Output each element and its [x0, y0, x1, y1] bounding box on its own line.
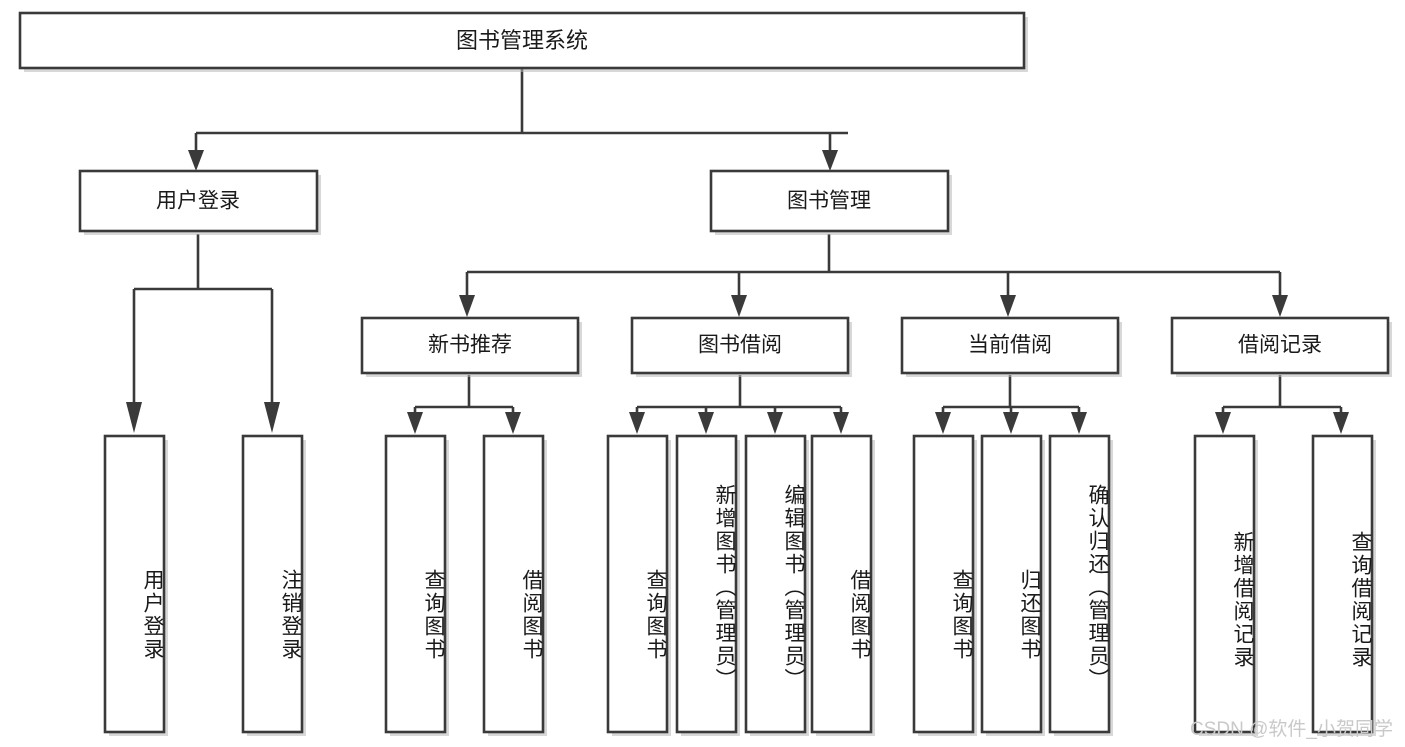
csdn-watermark: CSDN @软件_小贺同学: [1190, 719, 1393, 740]
node-root-label: 图书管理系统: [456, 28, 588, 53]
connector-current-borrow-to-leaves: [935, 375, 1087, 434]
node-user-login[interactable]: 用户登录: [78, 169, 321, 235]
connector-root-to-level2: [188, 69, 848, 171]
node-book-borrow-label: 图书借阅: [698, 334, 782, 357]
node-root[interactable]: 图书管理系统: [18, 11, 1028, 72]
connector-new-book-to-leaves: [407, 375, 521, 434]
node-user-login-label: 用户登录: [156, 190, 240, 213]
leaf-node-new-book-2[interactable]: [482, 434, 547, 736]
connector-borrow-record-to-leaves: [1215, 375, 1349, 434]
connector-book-borrow-to-leaves: [629, 375, 849, 434]
leaf-node-book-borrow-2[interactable]: [675, 434, 740, 736]
node-current-borrow[interactable]: 当前借阅: [900, 316, 1122, 377]
node-borrow-record[interactable]: 借阅记录: [1170, 316, 1392, 377]
leaf-node-borrow-record-1[interactable]: [1193, 434, 1258, 736]
connector-book-manage-to-level3: [459, 234, 1288, 317]
node-new-book-recommend-label: 新书推荐: [428, 334, 512, 357]
leaf-node-book-borrow-1[interactable]: [606, 434, 671, 736]
node-current-borrow-label: 当前借阅: [968, 334, 1052, 357]
node-borrow-record-label: 借阅记录: [1238, 334, 1322, 357]
leaf-node-current-borrow-1[interactable]: [912, 434, 977, 736]
node-book-manage-label: 图书管理: [787, 190, 871, 213]
leaf-node-book-borrow-3[interactable]: [744, 434, 809, 736]
leaf-node-user-login-2[interactable]: [241, 434, 306, 736]
node-book-manage[interactable]: 图书管理: [709, 169, 952, 235]
connector-user-login-to-leaves: [126, 234, 280, 433]
leaf-node-book-borrow-4[interactable]: [810, 434, 875, 736]
leaf-node-borrow-record-2[interactable]: [1311, 434, 1376, 736]
leaf-node-user-login-1[interactable]: [103, 434, 168, 736]
leaf-node-current-borrow-3[interactable]: [1048, 434, 1113, 736]
leaf-node-new-book-1[interactable]: [384, 434, 449, 736]
node-book-borrow[interactable]: 图书借阅: [630, 316, 852, 377]
leaf-node-current-borrow-2[interactable]: [980, 434, 1045, 736]
node-new-book-recommend[interactable]: 新书推荐: [360, 316, 582, 377]
